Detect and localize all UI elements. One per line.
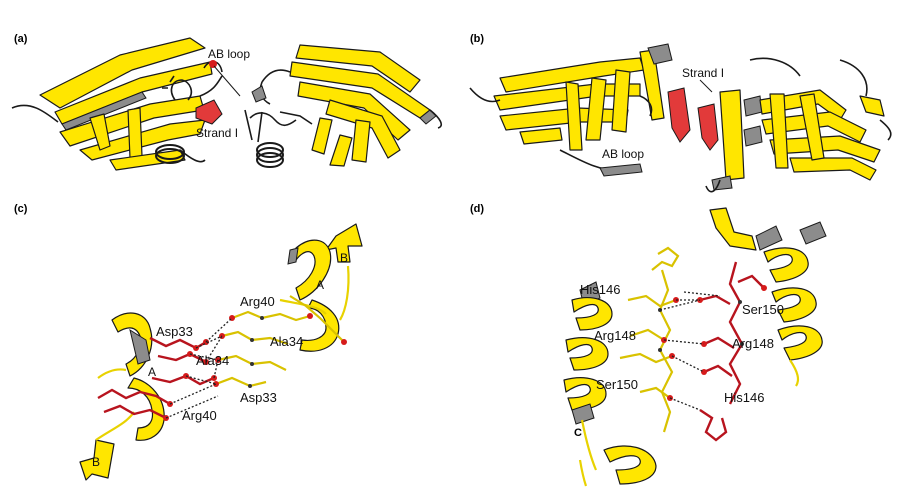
panel-d-chain-c-label: C (574, 427, 582, 439)
panel-c-asp33-top-label: Asp33 (156, 324, 193, 339)
panel-d: (d) (470, 203, 826, 486)
panel-c-chain-a-bottom-label: A (148, 365, 156, 379)
panel-c-chain-b-bottom-label: B (92, 455, 100, 469)
panel-c-arg40-bottom-label: Arg40 (182, 408, 217, 423)
panel-c-arg40-top-label: Arg40 (240, 294, 275, 309)
panel-c-ala34-bottom-label: Ala34 (196, 353, 229, 368)
panel-c-chain-b-top-label: B (340, 251, 348, 265)
panel-c: (c) (14, 203, 362, 480)
panel-b-label: (b) (470, 33, 484, 45)
panel-b-right-domain (698, 58, 891, 191)
panel-a-right-domain (245, 45, 441, 167)
panel-d-his146-bottom-label: His146 (724, 390, 764, 405)
panel-b-left-domain (470, 44, 690, 176)
panel-d-helix-right (710, 208, 826, 386)
panel-b: (b) (470, 33, 891, 192)
panel-d-arg148-right-label: Arg148 (732, 336, 774, 351)
panel-a-strand-i-label: Strand I (196, 126, 238, 140)
panel-a-left-domain (12, 38, 222, 170)
panel-c-asp33-bottom-label: Asp33 (240, 390, 277, 405)
panel-a: (a) (12, 33, 441, 170)
panel-d-his146-top-label: His146 (580, 282, 620, 297)
panel-d-ser150-bottom-label: Ser150 (596, 377, 638, 392)
panel-c-label: (c) (14, 203, 28, 215)
panel-b-ab-loop-label: AB loop (602, 147, 644, 161)
panel-d-label: (d) (470, 203, 484, 215)
panel-c-ala34-top-label: Ala34 (270, 334, 303, 349)
panel-d-ser150-top-label: Ser150 (742, 302, 784, 317)
panel-b-strand-i-label: Strand I (682, 66, 724, 80)
panel-c-chain-a-top-label: A (316, 278, 324, 292)
panel-d-arg148-left-label: Arg148 (594, 328, 636, 343)
panel-a-label: (a) (14, 33, 28, 45)
panel-a-ab-loop-label: AB loop (208, 47, 250, 61)
